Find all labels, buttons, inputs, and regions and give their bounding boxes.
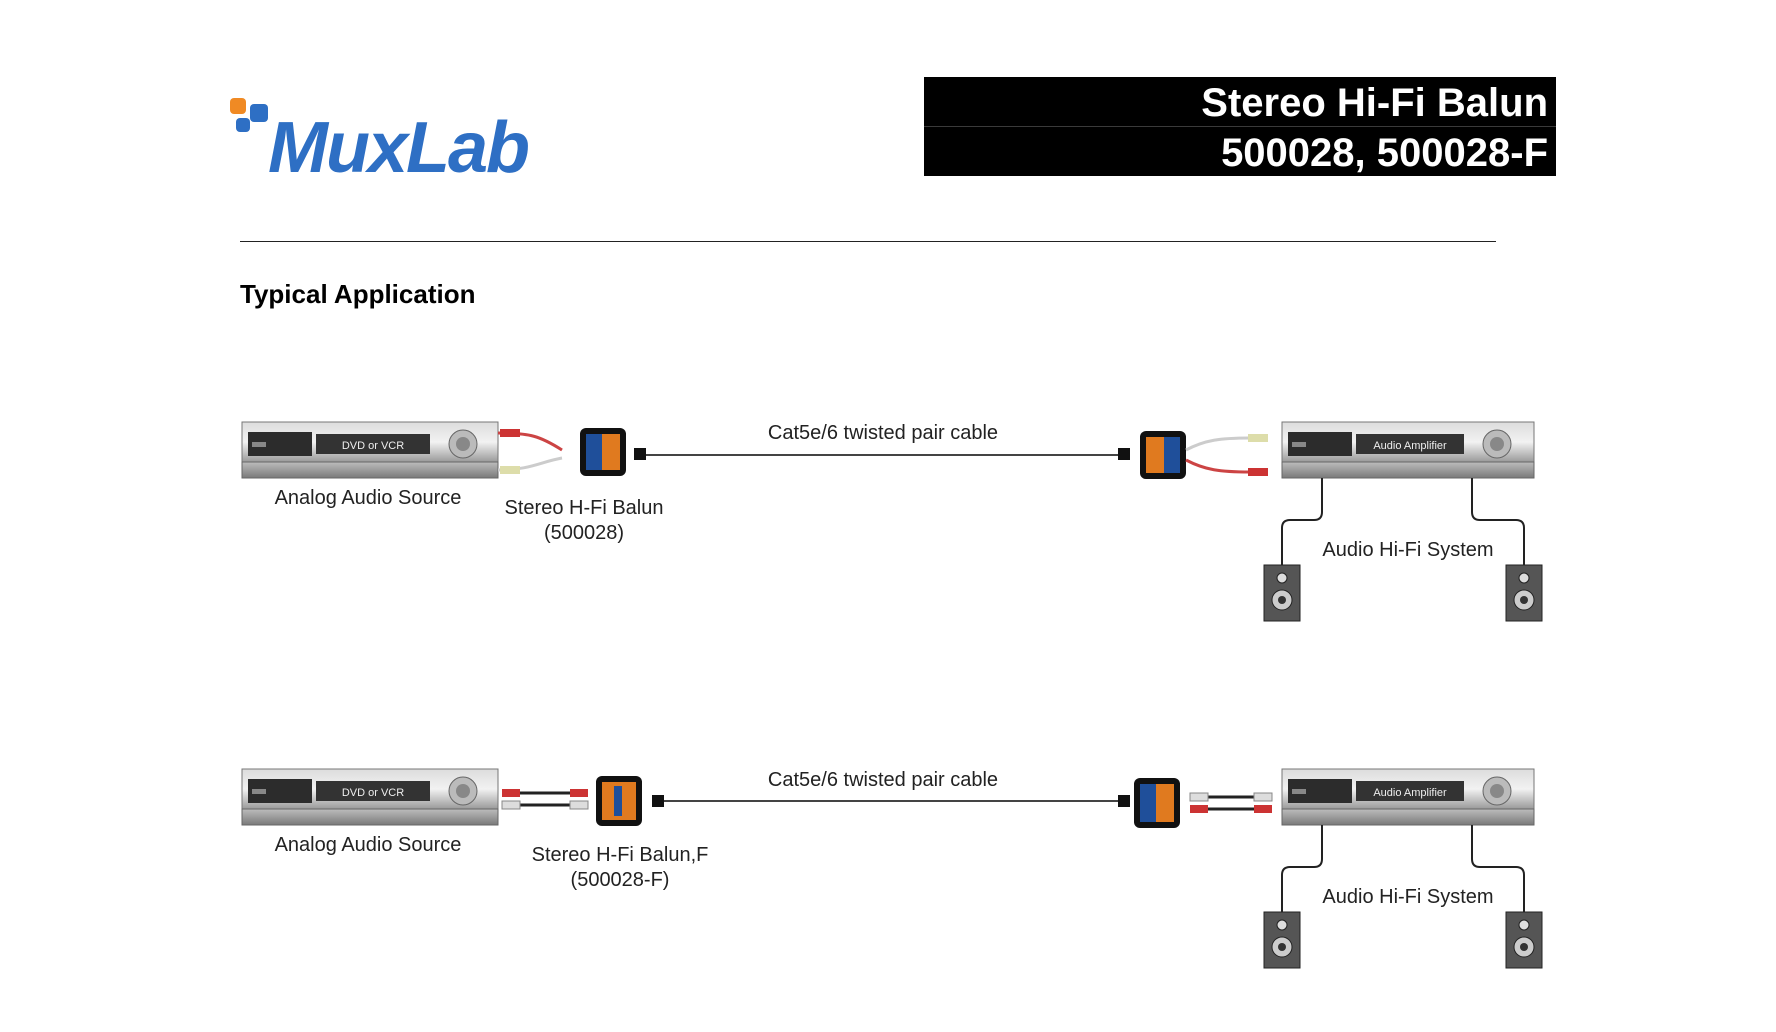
source-caption: Analog Audio Source [275, 834, 462, 856]
balun-caption-line1: Stereo H-Fi Balun,F [532, 844, 709, 866]
rca-patch-cables-source [501, 789, 589, 810]
cable-label: Cat5e/6 twisted pair cable [768, 422, 998, 444]
system-caption: Audio Hi-Fi System [1322, 539, 1493, 561]
speaker-wire-right [1471, 825, 1525, 912]
diagram-bottom: DVD or VCR Cat5e/6 twis [241, 768, 1543, 969]
horizontal-rule [240, 241, 1496, 242]
system-caption: Audio Hi-Fi System [1322, 886, 1493, 908]
rca-cables-amplifier [1185, 434, 1268, 476]
source-device-label: DVD or VCR [342, 440, 404, 452]
balun-caption-line2: (500028-F) [571, 869, 670, 891]
rj45-connector-left [634, 448, 646, 460]
speaker-wire-right [1471, 478, 1525, 565]
title-separator [924, 126, 1556, 127]
balun-caption-line2: (500028) [544, 522, 624, 544]
rj45-connector-right [1118, 795, 1130, 807]
audio-amplifier-device: Audio Amplifier [1281, 421, 1535, 479]
rca-cables-source [497, 429, 563, 474]
source-caption: Analog Audio Source [275, 487, 462, 509]
rj45-connector-right [1118, 448, 1130, 460]
speaker-wire-left [1281, 478, 1323, 565]
diagram-top: DVD or VCR Cat5e/6 twisted pair cabl [241, 421, 1543, 622]
logo-wordmark: MuxLab [268, 108, 530, 188]
speaker-left-icon [1263, 911, 1301, 969]
amplifier-device-label: Audio Amplifier [1373, 440, 1447, 452]
balun-receiver-icon [1140, 431, 1186, 479]
dvd-vcr-device: DVD or VCR [241, 421, 499, 479]
speaker-right-icon [1505, 911, 1543, 969]
muxlab-logo: MuxLab [226, 90, 530, 190]
speaker-left-icon [1263, 564, 1301, 622]
section-heading: Typical Application [240, 279, 476, 309]
product-title: Stereo Hi-Fi Balun [1201, 81, 1548, 125]
cable-label: Cat5e/6 twisted pair cable [768, 769, 998, 791]
balun-transmitter-icon [596, 776, 642, 826]
product-title-box: Stereo Hi-Fi Balun 500028, 500028-F [924, 77, 1556, 176]
logo-mark-icon [230, 98, 268, 132]
dvd-vcr-device: DVD or VCR [241, 768, 499, 826]
speaker-wire-left [1281, 825, 1323, 912]
balun-caption-line1: Stereo H-Fi Balun [505, 497, 664, 519]
source-device-label: DVD or VCR [342, 787, 404, 799]
amplifier-device-label: Audio Amplifier [1373, 787, 1447, 799]
rj45-connector-left [652, 795, 664, 807]
speaker-right-icon [1505, 564, 1543, 622]
rca-patch-cables-amplifier [1189, 792, 1273, 813]
product-part-numbers: 500028, 500028-F [1221, 131, 1548, 175]
audio-amplifier-device: Audio Amplifier [1281, 768, 1535, 826]
balun-receiver-icon [1134, 778, 1180, 828]
balun-transmitter-icon [580, 428, 626, 476]
